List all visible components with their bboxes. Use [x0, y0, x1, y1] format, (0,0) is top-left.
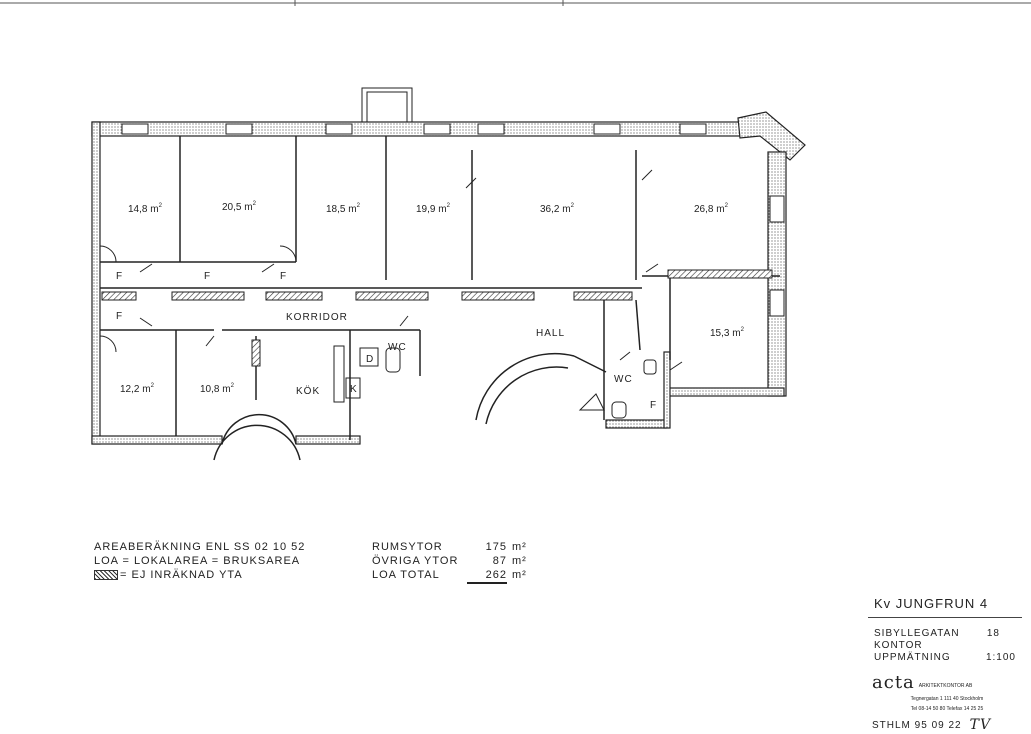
type-line: UPPMÄTNING 1:100 — [872, 652, 1022, 664]
room-area-1: 14,8 m2 — [128, 203, 163, 215]
area-row-total: LOA TOTAL 262 m² — [372, 568, 527, 584]
area-row-ovriga: ÖVRIGA YTOR 87 m² — [372, 554, 527, 568]
street-number: 18 — [986, 628, 1000, 639]
room-area-8: 12,2 m2 — [120, 383, 155, 395]
excluded-areas — [101, 269, 773, 367]
d-label: D — [366, 354, 374, 365]
drawing-type: UPPMÄTNING — [874, 652, 951, 663]
wc-label-2: WC — [614, 374, 633, 385]
area-unit: m² — [512, 541, 527, 553]
korridor-label: KORRIDOR — [286, 312, 348, 323]
firm-phone: Tel 08-14 50 80 Telefax 14 25 25 — [910, 706, 984, 712]
entrance-arcs — [213, 352, 607, 461]
legend-line-2: LOA = LOKALAREA = BRUKSAREA — [94, 555, 301, 567]
area-unit: m² — [512, 555, 527, 567]
room-area-6: 26,8 m2 — [694, 203, 729, 215]
date-line: STHLM 95 09 22 TV — [872, 717, 1022, 733]
room-area-9: 10,8 m2 — [200, 383, 235, 395]
area-value: 87 — [492, 555, 507, 567]
legend-line-3-text: = EJ INRÄKNAD YTA — [120, 569, 243, 581]
drawing-date: STHLM 95 09 22 — [872, 719, 962, 731]
windows — [121, 87, 785, 317]
sheet-frame — [0, 0, 1031, 6]
area-unit: m² — [512, 569, 527, 581]
title-block: Kv JUNGFRUN 4 SIBYLLEGATAN 18 KONTOR UPP… — [868, 596, 1022, 733]
f-label-2: F — [204, 271, 211, 282]
street-name: SIBYLLEGATAN — [874, 628, 960, 639]
room-area-5: 36,2 m2 — [540, 203, 575, 215]
firm-name: ARKITEKTKONTOR AB — [918, 683, 973, 689]
f-label-1: F — [116, 271, 123, 282]
k-label: K — [350, 384, 358, 395]
area-summary: RUMSYTOR 175 m² ÖVRIGA YTOR 87 m² LOA TO… — [372, 540, 527, 584]
room-area-4: 19,9 m2 — [416, 203, 451, 215]
room-names: KORRIDOR HALL KÖK WC WC F F F F F K D — [116, 271, 657, 411]
f-label-3: F — [280, 271, 287, 282]
room-areas: 14,8 m2 20,5 m2 18,5 m2 19,9 m2 36,2 m2 … — [120, 201, 745, 395]
legend-line-1: AREABERÄKNING ENL SS 02 10 52 — [94, 541, 306, 553]
kitchen-fixtures — [333, 345, 657, 419]
street-line: SIBYLLEGATAN 18 — [872, 628, 1022, 640]
room-area-3: 18,5 m2 — [326, 203, 361, 215]
firm-address: Tegnergatan 1 111 40 Stockholm — [910, 696, 984, 702]
area-label: RUMSYTOR — [372, 541, 443, 553]
area-label: ÖVRIGA YTOR — [372, 555, 459, 567]
firm-logo: acta ARKITEKTKONTOR AB — [872, 672, 1022, 693]
f-label-5: F — [650, 400, 657, 411]
area-value: 262 — [467, 568, 507, 584]
firm-logo-text: acta — [872, 672, 915, 693]
legend-line-3: = EJ INRÄKNAD YTA — [94, 568, 305, 582]
legend: AREABERÄKNING ENL SS 02 10 52 LOA = LOKA… — [94, 540, 305, 582]
drawing-scale: 1:100 — [985, 652, 1016, 663]
area-value: 175 — [485, 541, 507, 553]
f-label-4: F — [116, 311, 123, 322]
room-area-2: 20,5 m2 — [222, 201, 257, 213]
room-area-7: 15,3 m2 — [710, 327, 745, 339]
area-row-rumsytor: RUMSYTOR 175 m² — [372, 540, 527, 554]
hatch-swatch-icon — [94, 570, 118, 581]
property-name: Kv JUNGFRUN 4 — [868, 596, 1022, 618]
use-line: KONTOR — [872, 640, 1022, 652]
hall-label: HALL — [536, 328, 565, 339]
building-use: KONTOR — [874, 640, 923, 651]
door-swings — [99, 169, 683, 371]
signature: TV — [969, 717, 992, 733]
interior-walls — [100, 136, 780, 440]
wc-label-1: WC — [388, 342, 407, 353]
kok-label: KÖK — [296, 385, 320, 397]
area-label: LOA TOTAL — [372, 569, 440, 581]
